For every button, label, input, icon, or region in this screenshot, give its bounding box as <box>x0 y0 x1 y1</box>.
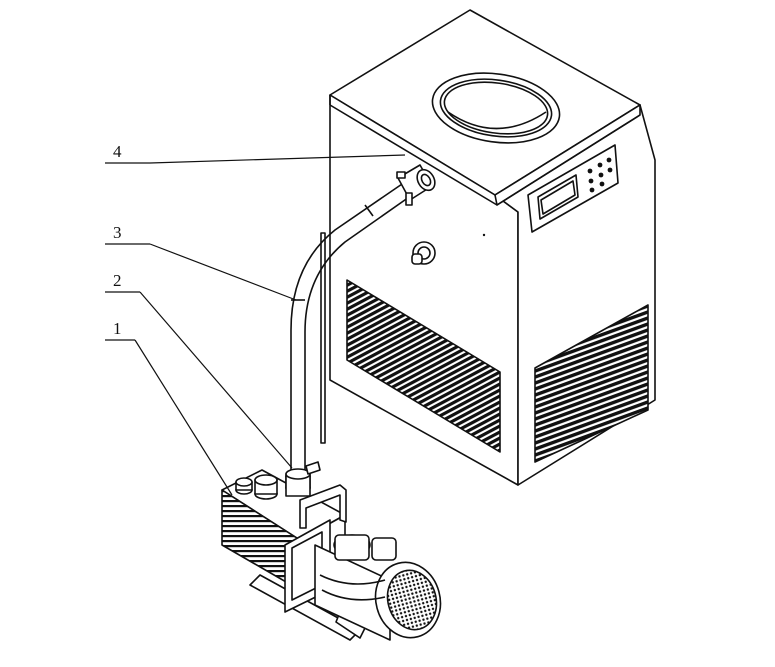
control-panel <box>527 144 619 233</box>
pump-motor <box>314 534 442 641</box>
inlet-fitting <box>396 164 436 206</box>
support-rod <box>320 232 326 444</box>
control-buttons <box>587 157 613 193</box>
pump-inlet-fitting <box>285 461 321 497</box>
callout-label-2: 2 <box>113 271 122 290</box>
vacuum-pump <box>221 461 442 641</box>
callout-label-3: 3 <box>113 223 122 242</box>
callout-3 <box>105 243 297 301</box>
callout-label-4: 4 <box>113 142 122 161</box>
left-vent-grill <box>346 279 501 453</box>
callout-2 <box>105 291 293 469</box>
drying-chamber-opening <box>431 72 561 144</box>
vacuum-hose <box>290 181 413 478</box>
callout-label-1: 1 <box>113 319 122 338</box>
callout-1 <box>105 339 233 496</box>
callout-4 <box>105 154 406 164</box>
motor-fan-cover <box>386 569 438 631</box>
right-vent-grill <box>534 304 649 463</box>
valve-knob <box>411 241 436 265</box>
callouts <box>105 154 406 496</box>
